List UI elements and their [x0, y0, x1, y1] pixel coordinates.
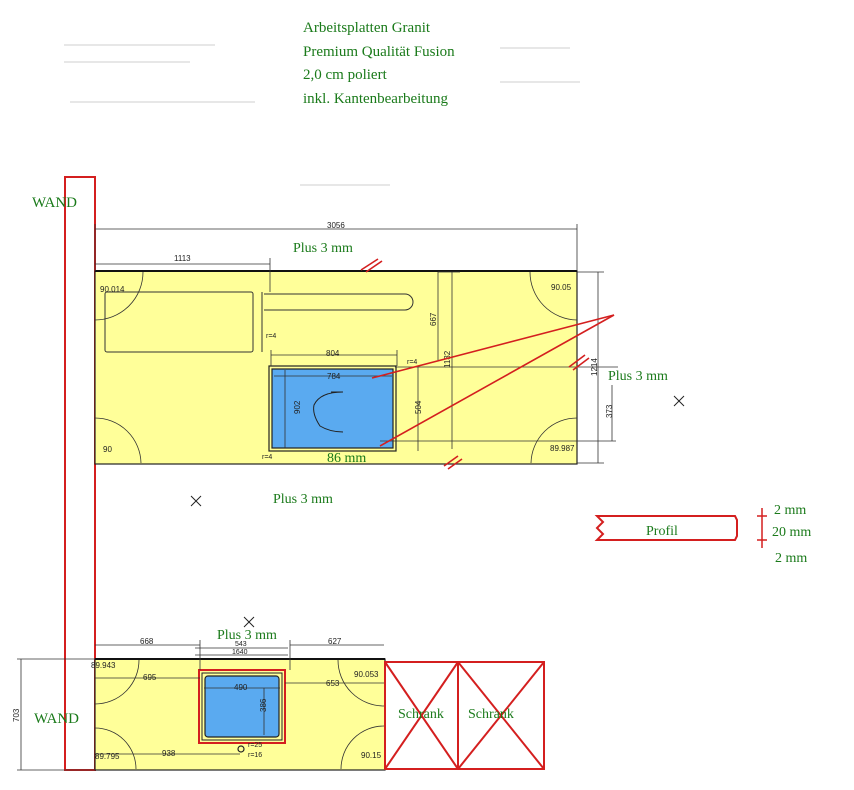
dim-653: 653 [326, 679, 340, 688]
profil-2mm-top: 2 mm [774, 503, 806, 518]
wall [64, 176, 96, 771]
plus3-middle: Plus 3 mm [273, 492, 333, 507]
plus3-bottom: Plus 3 mm [217, 628, 277, 643]
corner-tl: 90.014 [100, 285, 125, 294]
r16: r=16 [248, 752, 262, 759]
x-marks [190, 395, 685, 628]
r4-c: r=4 [262, 454, 272, 461]
sink-basin [271, 368, 394, 449]
wand-label-top: WAND [32, 195, 77, 211]
header-line-2: Premium Qualität Fusion [303, 44, 455, 60]
schrank-label-2: Schrank [468, 707, 514, 722]
dim-1214: 1214 [590, 358, 599, 376]
b-corner-tl: 89.943 [91, 661, 116, 670]
plus3-top: Plus 3 mm [293, 241, 353, 256]
dim-627: 627 [328, 637, 342, 646]
bottom-dimensions [17, 640, 384, 771]
b-corner-bl: 89.795 [95, 752, 120, 761]
profil-2mm-bottom: 2 mm [775, 551, 807, 566]
top-countertop: 90.014 90.05 90 89.987 r=4 r=4 r=4 [94, 270, 578, 465]
bottom-sink-red-frame [198, 669, 286, 744]
dim-667: 667 [429, 312, 438, 326]
dim-668: 668 [140, 637, 154, 646]
cabinets [384, 661, 545, 770]
dim-386: 386 [259, 698, 268, 712]
header: Arbeitsplatten Granit Premium Qualität F… [303, 20, 455, 107]
dim-703: 703 [12, 708, 21, 722]
mm86-label: 86 mm [327, 451, 366, 466]
dim-3056: 3056 [327, 221, 345, 230]
dim-695: 695 [143, 673, 157, 682]
header-line-4: inkl. Kantenbearbeitung [303, 91, 448, 107]
r4-a: r=4 [266, 333, 276, 340]
profil-20mm: 20 mm [772, 525, 811, 540]
plus3-right: Plus 3 mm [608, 369, 668, 384]
profile-detail: Profil 2 mm 20 mm 2 mm [594, 503, 811, 566]
b-corner-tr: 90.053 [354, 670, 379, 679]
profil-label: Profil [646, 524, 678, 539]
top-dimensions [94, 224, 618, 464]
corner-bl: 90 [103, 445, 112, 454]
dim-543: 543 [235, 641, 247, 648]
dim-1113: 1113 [174, 254, 191, 263]
dim-373: 373 [605, 404, 614, 418]
bottom-countertop: 89.943 90.053 89.795 90.15 [91, 658, 386, 771]
wand-label-bottom: WAND [34, 711, 79, 727]
dim-804: 804 [326, 349, 340, 358]
dim-902: 902 [293, 400, 302, 414]
bottom-sink-basin [204, 675, 280, 738]
dim-490: 490 [234, 683, 248, 692]
cabinet-2 [457, 661, 545, 770]
faint-artifacts [64, 44, 580, 186]
dim-1640: 1640 [232, 649, 248, 656]
sink-outer [268, 365, 397, 452]
profile-shape [594, 515, 738, 541]
r4-b: r=4 [407, 359, 417, 366]
b-corner-br: 90.15 [361, 751, 382, 760]
header-line-3: 2,0 cm poliert [303, 67, 388, 83]
dim-938: 938 [162, 749, 176, 758]
dim-784: 784 [327, 372, 341, 381]
schrank-label-1: Schrank [398, 707, 444, 722]
header-line-1: Arbeitsplatten Granit [303, 20, 431, 36]
dim-504: 504 [414, 400, 423, 414]
r25: r=25 [248, 742, 262, 749]
corner-tr: 90.05 [551, 283, 572, 292]
red-pointers [360, 258, 615, 470]
faucet-hole [237, 745, 245, 753]
corner-br: 89.987 [550, 444, 575, 453]
